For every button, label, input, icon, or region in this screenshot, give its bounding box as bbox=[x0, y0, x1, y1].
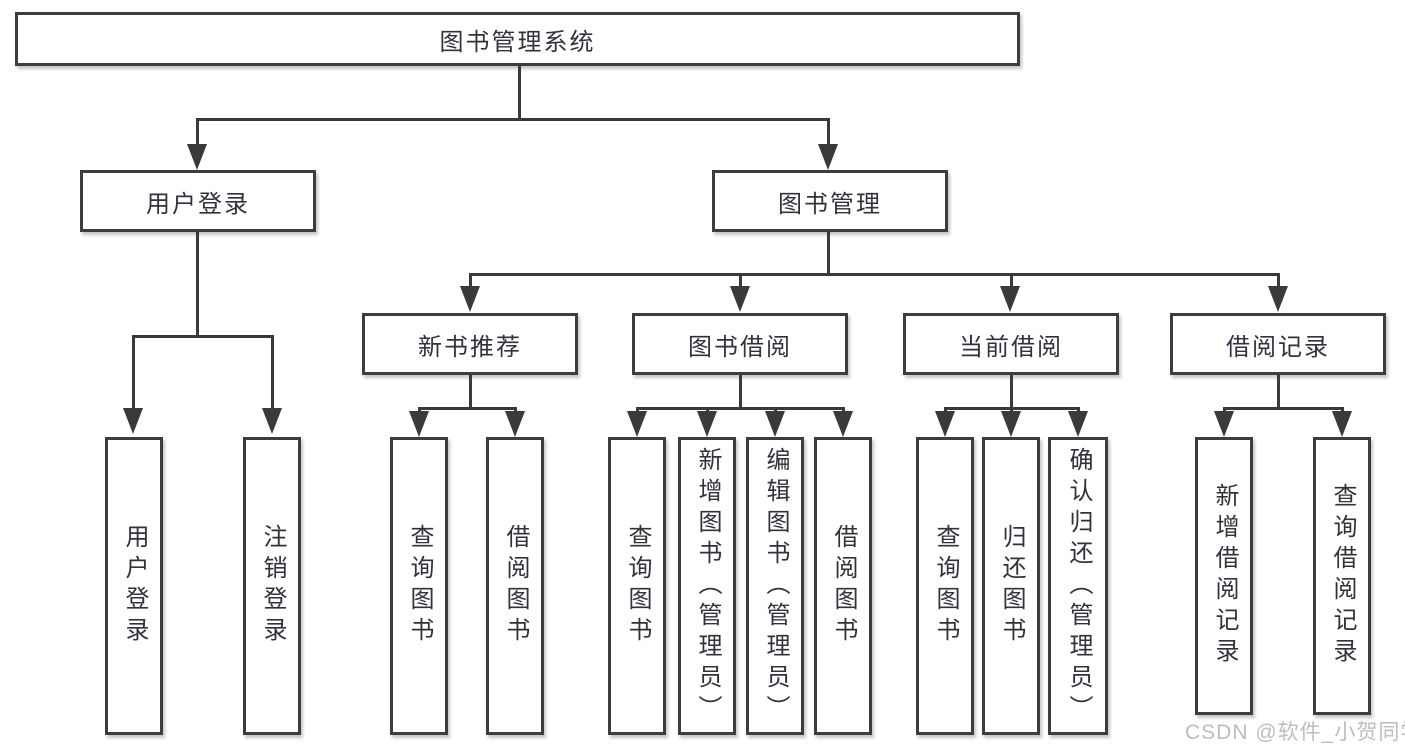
connector-drop-leaf bbox=[131, 335, 135, 412]
node-new-book-recommendation: 新书推荐 bbox=[362, 313, 578, 375]
leaf-edit-books-admin: 编辑图书（管理员） bbox=[746, 437, 804, 735]
leaf-return-books: 归还图书 bbox=[982, 437, 1040, 735]
arrowhead-icon bbox=[765, 411, 785, 437]
leaf-logout: 注销登录 bbox=[243, 437, 301, 735]
arrowhead-icon bbox=[123, 408, 143, 434]
arrowhead-icon bbox=[460, 286, 480, 312]
arrowhead-icon bbox=[697, 411, 717, 437]
arrowhead-icon bbox=[627, 411, 647, 437]
arrowhead-icon bbox=[1068, 411, 1088, 437]
arrowhead-icon bbox=[1268, 286, 1288, 312]
leaf-borrow-books-borrowing: 借阅图书 bbox=[814, 437, 872, 735]
node-user-login: 用户登录 bbox=[80, 170, 316, 232]
connector-drop-book-management bbox=[826, 118, 830, 146]
arrowhead-icon bbox=[1000, 286, 1020, 312]
connector-root-stem bbox=[517, 66, 521, 118]
arrowhead-icon bbox=[730, 286, 750, 312]
arrowhead-icon bbox=[1214, 411, 1234, 437]
connector-rail-recommend bbox=[417, 407, 517, 410]
leaf-query-borrow-record: 查询借阅记录 bbox=[1313, 437, 1371, 715]
node-current-borrowing: 当前借阅 bbox=[903, 313, 1119, 375]
connector-rail-level3 bbox=[468, 273, 1280, 276]
watermark: CSDN @软件_小贺同学 bbox=[1185, 721, 1405, 744]
connector-book-management-stem bbox=[826, 232, 830, 273]
leaf-add-books-admin: 新增图书（管理员） bbox=[678, 437, 736, 735]
connector-drop-level3 bbox=[468, 273, 472, 289]
connector-drop-leaf bbox=[270, 335, 274, 412]
node-book-borrowing: 图书借阅 bbox=[632, 313, 848, 375]
arrowhead-icon bbox=[818, 144, 838, 170]
node-borrowing-records: 借阅记录 bbox=[1170, 313, 1386, 375]
arrowhead-icon bbox=[1332, 411, 1352, 437]
arrowhead-icon bbox=[262, 408, 282, 434]
connector-drop-user-login bbox=[195, 118, 199, 146]
leaf-confirm-return-admin: 确认归还（管理员） bbox=[1048, 437, 1108, 735]
arrowhead-icon bbox=[935, 411, 955, 437]
leaf-query-books-borrowing: 查询图书 bbox=[608, 437, 666, 735]
arrowhead-icon bbox=[187, 144, 207, 170]
connector-drop-level3 bbox=[1276, 273, 1280, 289]
connector-borrowing-stem bbox=[738, 375, 742, 407]
connector-rail-borrowing bbox=[635, 407, 845, 410]
node-book-management: 图书管理 bbox=[712, 170, 948, 232]
arrowhead-icon bbox=[505, 411, 525, 437]
arrowhead-icon bbox=[409, 411, 429, 437]
connector-rail-level2 bbox=[195, 118, 830, 121]
leaf-query-books-recommend: 查询图书 bbox=[390, 437, 448, 735]
leaf-query-books-current: 查询图书 bbox=[916, 437, 974, 735]
arrowhead-icon bbox=[1001, 411, 1021, 437]
leaf-user-login: 用户登录 bbox=[105, 437, 163, 735]
connector-current-stem bbox=[1009, 375, 1013, 407]
connector-rail-user-login bbox=[131, 335, 274, 338]
connector-recommend-stem bbox=[468, 375, 472, 407]
leaf-borrow-books-recommend: 借阅图书 bbox=[486, 437, 544, 735]
node-library-management-system: 图书管理系统 bbox=[15, 12, 1020, 66]
connector-records-stem bbox=[1276, 375, 1280, 407]
connector-user-login-stem bbox=[195, 232, 199, 335]
arrowhead-icon bbox=[833, 411, 853, 437]
connector-drop-level3 bbox=[738, 273, 742, 289]
connector-drop-level3 bbox=[1009, 273, 1013, 289]
connector-rail-records bbox=[1222, 407, 1344, 410]
leaf-add-borrow-record: 新增借阅记录 bbox=[1195, 437, 1253, 715]
